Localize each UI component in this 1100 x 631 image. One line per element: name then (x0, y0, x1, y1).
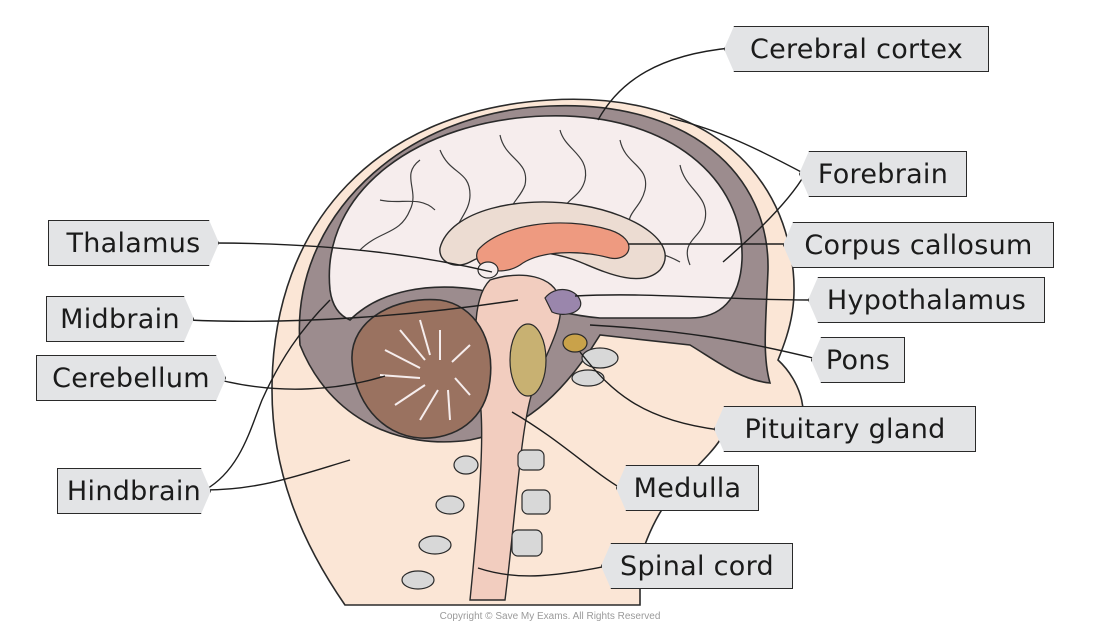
label-thalamus: Thalamus (48, 220, 219, 266)
label-midbrain: Midbrain (46, 296, 194, 342)
label-cerebellum: Cerebellum (36, 355, 226, 401)
label-corpus-callosum-text: Corpus callosum (804, 229, 1033, 261)
label-cerebral-cortex: Cerebral cortex (724, 26, 989, 72)
copyright-notice: Copyright © Save My Exams. All Rights Re… (439, 611, 661, 622)
hypothalamus-shape (544, 289, 582, 315)
cerebellum-folia (379, 319, 471, 421)
thalamus-shape (477, 261, 499, 279)
pituitary-shape (562, 333, 588, 353)
label-spinal-cord: Spinal cord (601, 543, 793, 589)
label-hypothalamus-text: Hypothalamus (826, 284, 1027, 316)
label-midbrain-text: Midbrain (60, 303, 180, 335)
label-pituitary-gland: Pituitary gland (714, 406, 976, 452)
leader-lines (187, 47, 818, 577)
vertebrae (401, 347, 619, 590)
cerebellum-shape (351, 298, 492, 439)
label-forebrain: Forebrain (799, 151, 967, 197)
label-spinal-cord-text: Spinal cord (620, 550, 774, 582)
label-cerebellum-text: Cerebellum (52, 362, 210, 394)
label-corpus-callosum: Corpus callosum (783, 222, 1054, 268)
label-forebrain-text: Forebrain (817, 158, 949, 190)
label-pons-text: Pons (825, 344, 891, 376)
label-hindbrain-text: Hindbrain (66, 475, 202, 507)
label-cerebral-cortex-text: Cerebral cortex (749, 33, 964, 65)
medulla-shape (509, 323, 547, 397)
label-medulla-text: Medulla (633, 472, 742, 504)
gyri-lines (359, 129, 707, 266)
label-medulla: Medulla (616, 465, 759, 511)
label-thalamus-text: Thalamus (66, 227, 201, 259)
label-hindbrain: Hindbrain (57, 468, 211, 514)
label-pituitary-gland-text: Pituitary gland (744, 413, 946, 445)
label-hypothalamus: Hypothalamus (808, 277, 1045, 323)
label-pons: Pons (811, 337, 905, 383)
ventricle-shape (476, 222, 630, 272)
